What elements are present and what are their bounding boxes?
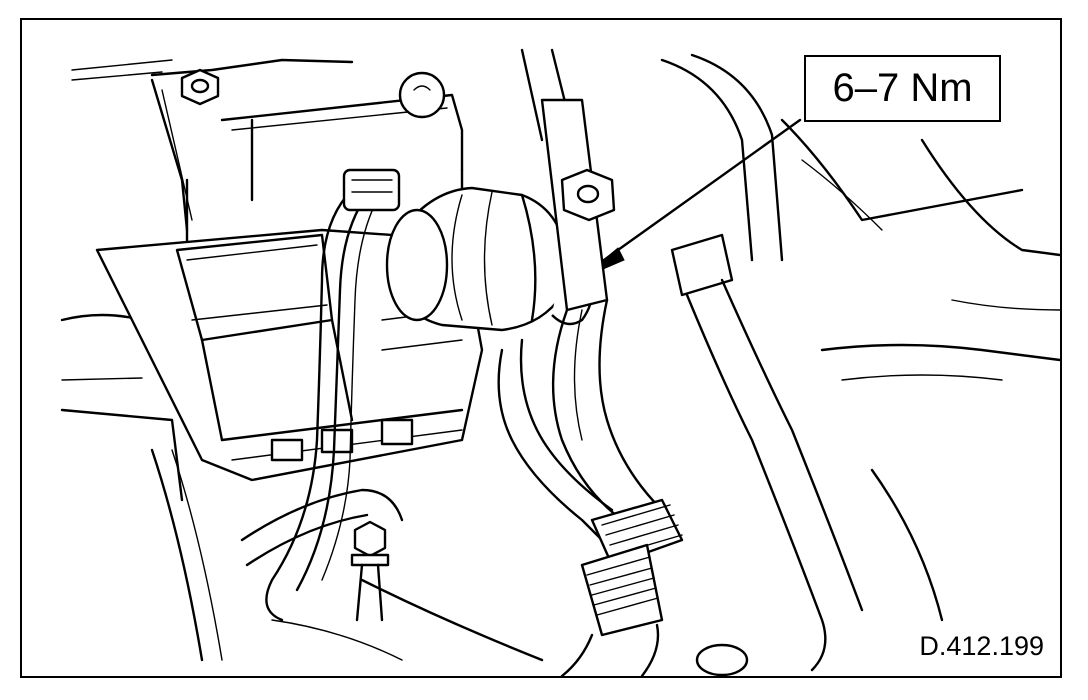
relay-box [95, 228, 484, 482]
figure-reference: D.412.199 [919, 631, 1044, 661]
wiring-harness [240, 168, 404, 622]
flex-hose [497, 338, 684, 676]
right-panels [780, 118, 1060, 622]
ground-bolt [350, 520, 390, 622]
illustration-frame: 6–7 Nm D.412.199 [20, 18, 1062, 678]
torque-value: 6–7 Nm [832, 66, 973, 110]
torque-callout: 6–7 Nm [804, 55, 1001, 122]
engine-bay-line-drawing [60, 48, 1060, 676]
ac-pipe-main [520, 48, 664, 522]
ac-pipe-right [660, 53, 864, 676]
background-panels [60, 58, 544, 662]
